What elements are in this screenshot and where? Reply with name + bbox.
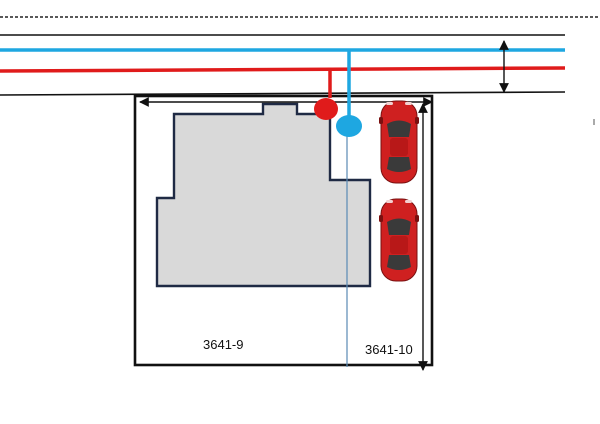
gas-meter (314, 98, 338, 120)
water-meter (336, 115, 362, 137)
car-icon (379, 198, 419, 282)
gas-main-line (0, 66, 566, 73)
car-icon (379, 100, 419, 184)
lot-label-right: 3641-10 (365, 342, 413, 357)
lot-label-left: 3641-9 (203, 337, 243, 352)
lot-boundary (133, 94, 434, 367)
road-edge-bottom (0, 91, 566, 96)
